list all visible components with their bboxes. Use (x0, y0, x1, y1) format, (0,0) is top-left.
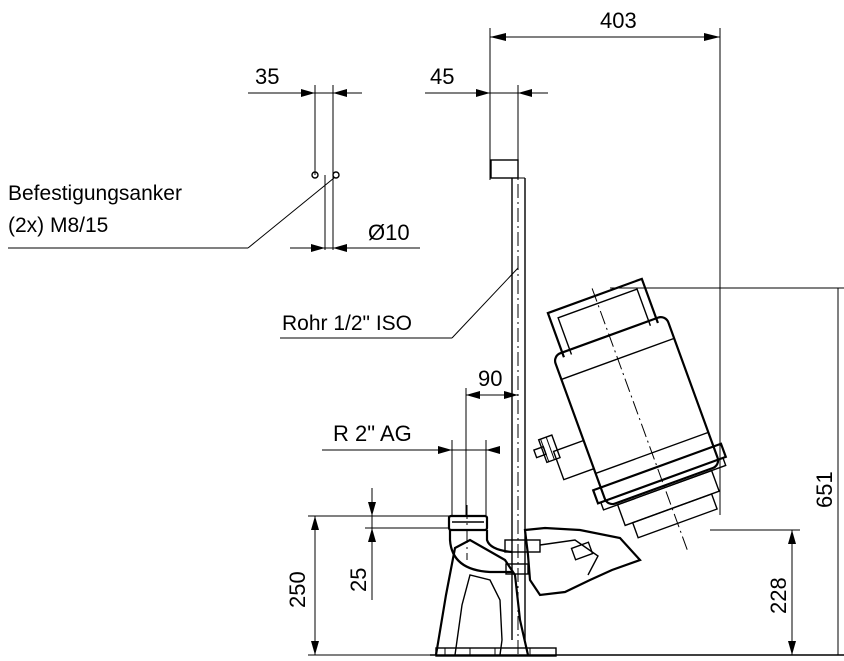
dimension-overall-height-value: 651 (812, 471, 837, 508)
dimension-anchor-spacing: 35 (248, 64, 362, 250)
dimension-base-height-value: 250 (285, 571, 310, 608)
pump-volute (523, 526, 642, 597)
dimension-pipe-offset-value: 45 (430, 64, 454, 89)
dimension-anchor-spacing-value: 35 (255, 64, 279, 89)
dimension-outlet-offset-value: 90 (478, 366, 502, 391)
dimension-base-height: 250 (285, 515, 450, 656)
dimension-hole-diameter: Ø10 (290, 220, 420, 252)
dimension-outlet-offset: 90 (465, 366, 518, 515)
guide-pipe (490, 159, 526, 655)
pump-base (434, 538, 557, 657)
dimension-overall-width: 403 (489, 8, 721, 515)
pump-motor (533, 277, 728, 552)
dimension-hole-diameter-value: Ø10 (368, 220, 410, 245)
discharge-elbow (447, 505, 541, 575)
anchor-label: Befestigungsanker (2x) M8/15 (8, 177, 335, 249)
dimension-thread: R 2" AG (322, 421, 500, 515)
pipe-label-text: Rohr 1/2" ISO (282, 312, 412, 335)
dimension-motor-bottom-height: 228 (710, 529, 800, 655)
anchor-label-line1: Befestigungsanker (8, 182, 182, 205)
dimension-thread-label: R 2" AG (333, 421, 412, 446)
dimension-flange-height-value: 25 (346, 568, 371, 592)
pipe-label: Rohr 1/2" ISO (280, 267, 519, 339)
dimension-pipe-offset: 45 (425, 64, 548, 165)
anchor-holes (311, 171, 340, 250)
dimension-motor-bottom-height-value: 228 (766, 577, 791, 614)
dimension-flange-height: 25 (346, 488, 450, 600)
dimension-overall-height: 651 (610, 287, 844, 655)
dimension-overall-width-value: 403 (600, 8, 637, 33)
anchor-label-line2: (2x) M8/15 (8, 214, 108, 237)
